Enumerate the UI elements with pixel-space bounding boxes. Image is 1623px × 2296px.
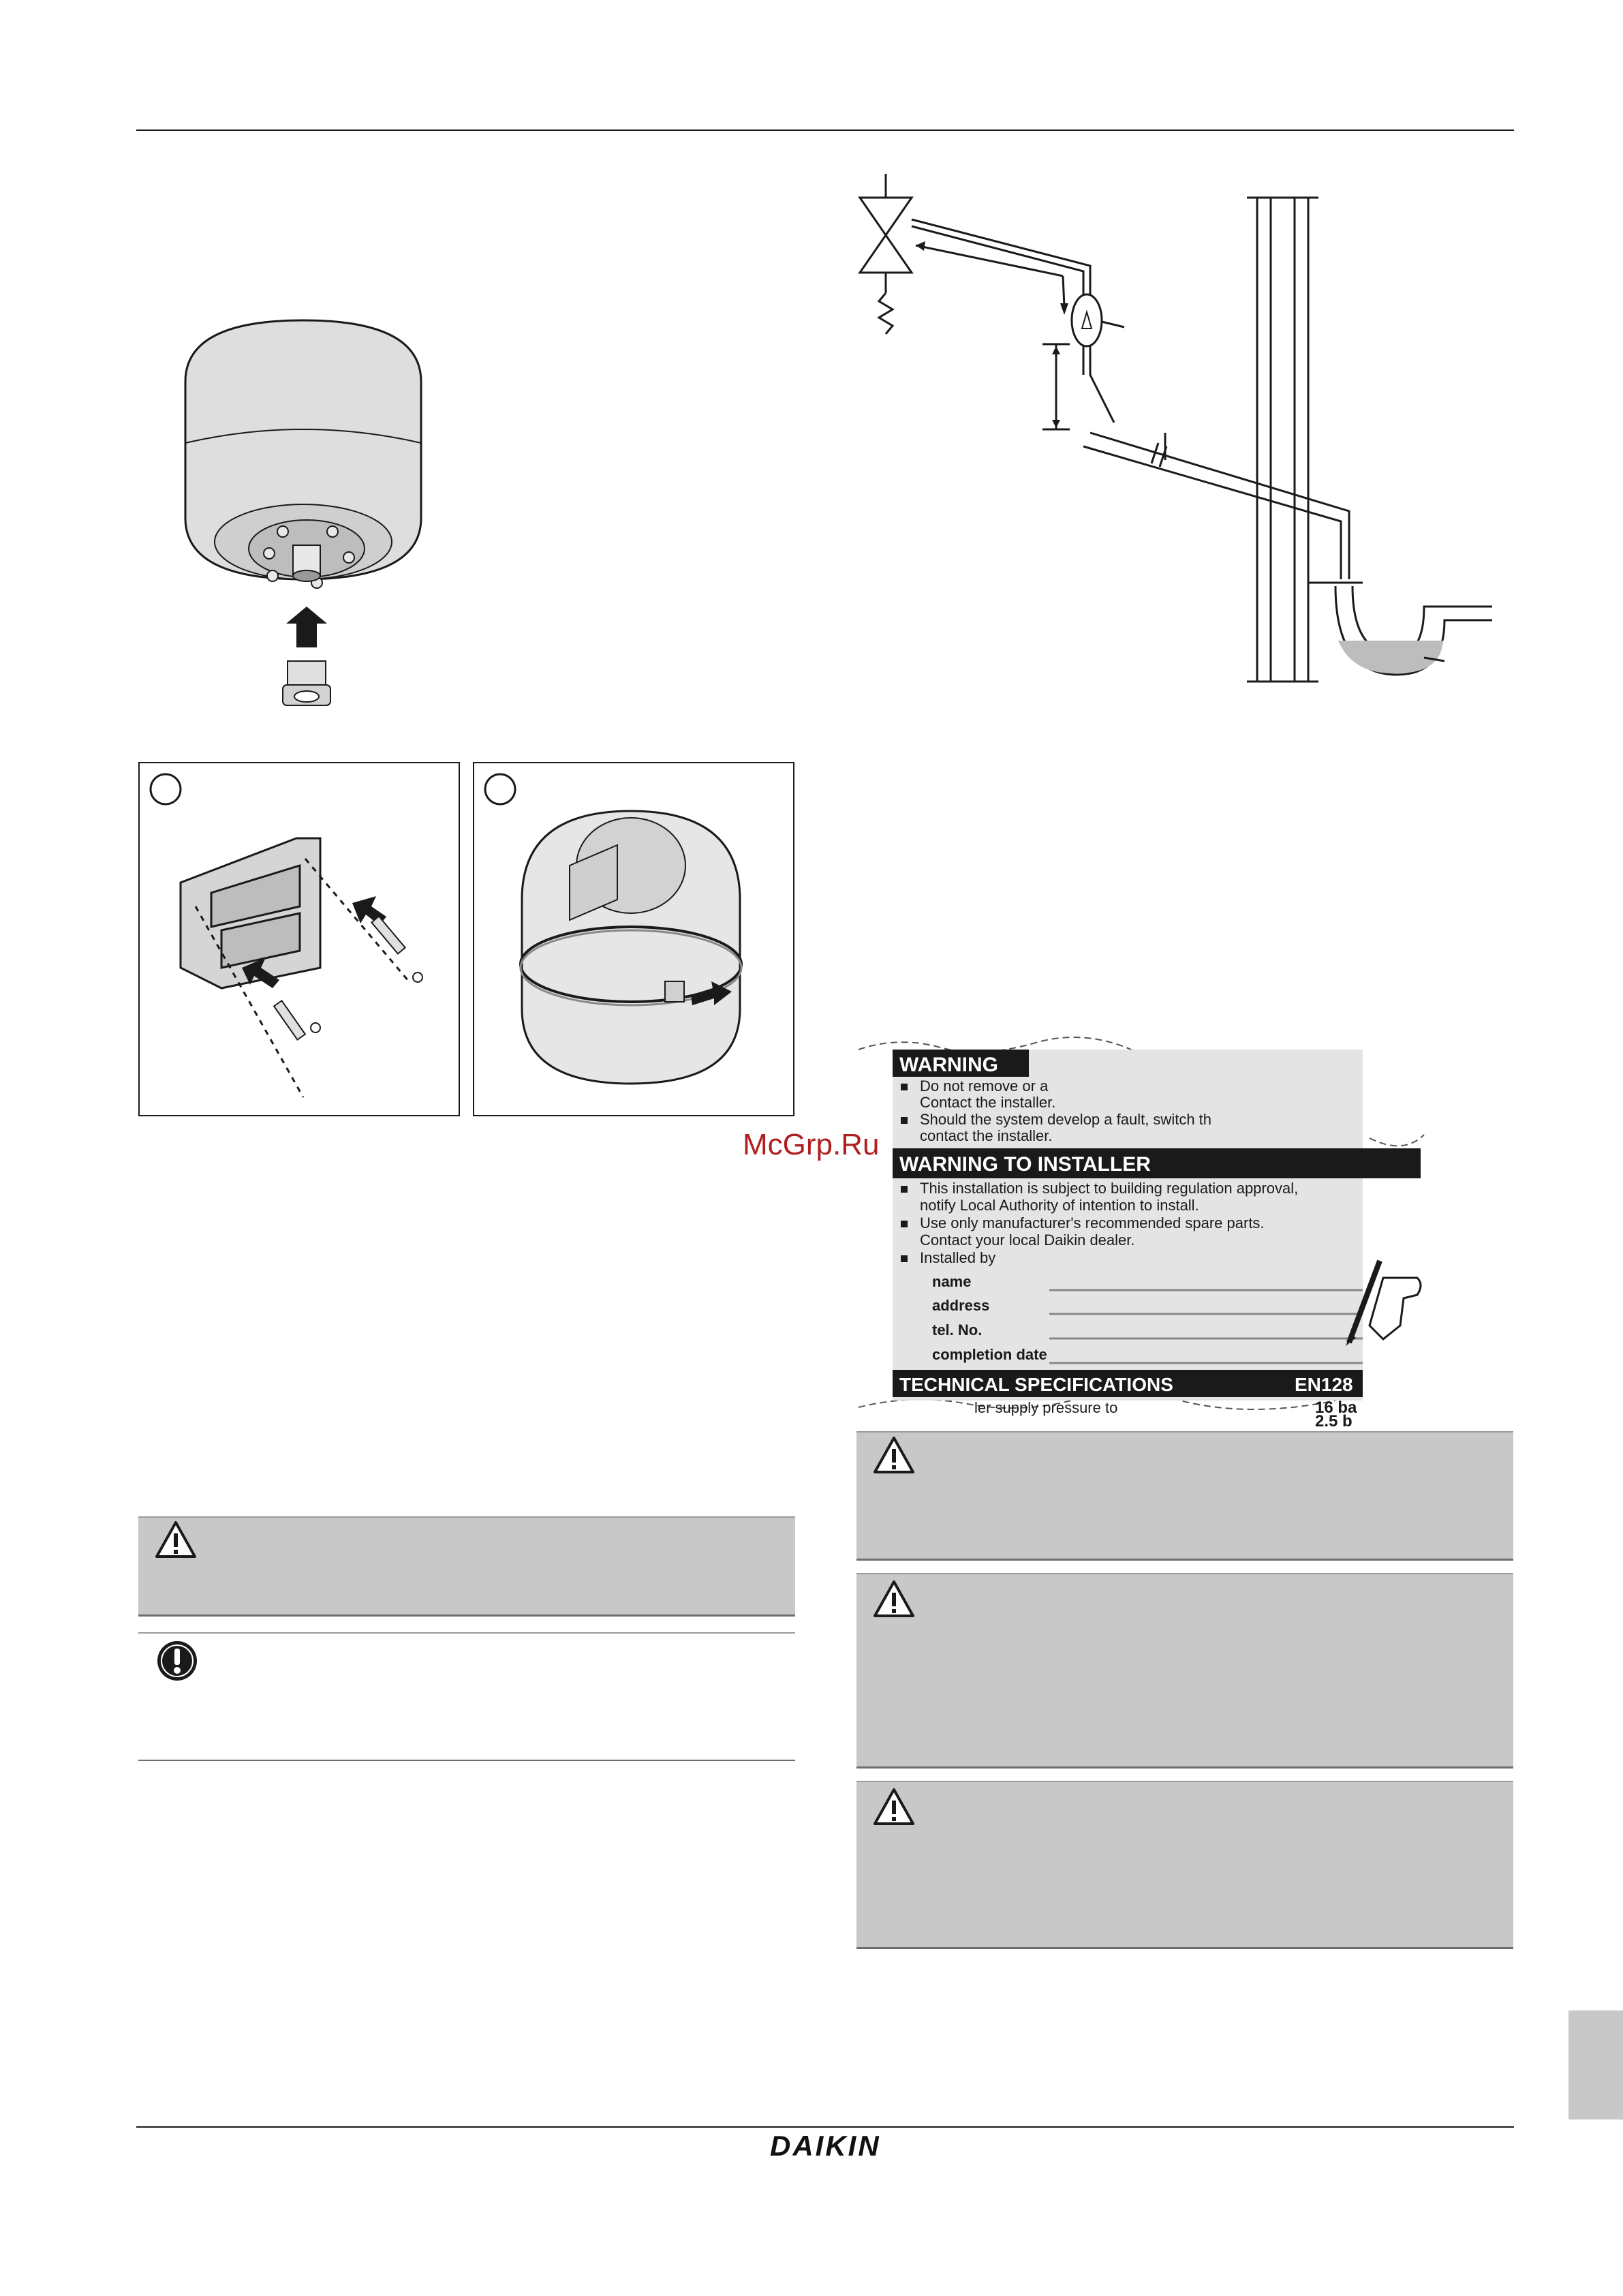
footer-rule [136,2126,1514,2128]
daikin-logo: DAIKIN [770,2130,881,2162]
label-installer-title: WARNING TO INSTALLER [899,1153,1151,1176]
label-field-tel: tel. No. [932,1321,982,1338]
label-field-name: name [932,1273,971,1290]
label-tech-code: EN128 [1295,1374,1353,1395]
label-tech-title: TECHNICAL SPECIFICATIONS [899,1374,1173,1395]
label-warning-item: Should the system develop a fault, switc… [920,1111,1211,1128]
watermark: McGrp.Ru [743,1128,880,1161]
chapter-tab [1568,2010,1623,2119]
label-installer-item: Installed by [920,1249,995,1266]
label-field-completion-date: completion date [932,1346,1047,1363]
bracket-figure-a [138,762,460,1116]
label-installer-item: Contact your local Daikin dealer. [920,1231,1135,1249]
bracket-figure-b [473,762,794,1116]
expansion-vessel-figure [184,319,422,706]
label-installer-item: notify Local Authority of intention to i… [920,1197,1199,1214]
caution-panel-right-1 [856,1431,1513,1561]
pen-hand-icon [1346,1259,1422,1346]
caution-panel-left [138,1516,795,1617]
warning-label-figure: WARNING Do not remove or a Contact the i… [845,1026,1444,1430]
label-installer-item: This installation is subject to building… [920,1180,1298,1197]
label-tech-value: 16 ba [1315,1398,1357,1417]
label-warning-item: Do not remove or a [920,1077,1049,1095]
label-warning-item: contact the installer. [920,1127,1052,1144]
discharge-pipe-diagram [858,174,1492,683]
label-installer-item: Use only manufacturer's recommended spar… [920,1214,1265,1231]
label-field-address: address [932,1297,989,1314]
warning-triangle-icon [874,1437,914,1473]
notice-panel-left [138,1632,795,1761]
exclamation-circle-icon [157,1641,197,1681]
caution-panel-right-3 [856,1781,1513,1949]
label-warning-title: WARNING [899,1054,998,1076]
label-tech-value: 2.5 b [1315,1412,1352,1428]
header-rule [136,129,1514,131]
label-warning-item: Contact the installer. [920,1094,1055,1111]
warning-triangle-icon [874,1788,914,1825]
caution-panel-right-2 [856,1573,1513,1769]
label-tech-line: ler supply pressure to [974,1399,1117,1416]
warning-triangle-icon [155,1521,196,1558]
warning-triangle-icon [874,1580,914,1617]
